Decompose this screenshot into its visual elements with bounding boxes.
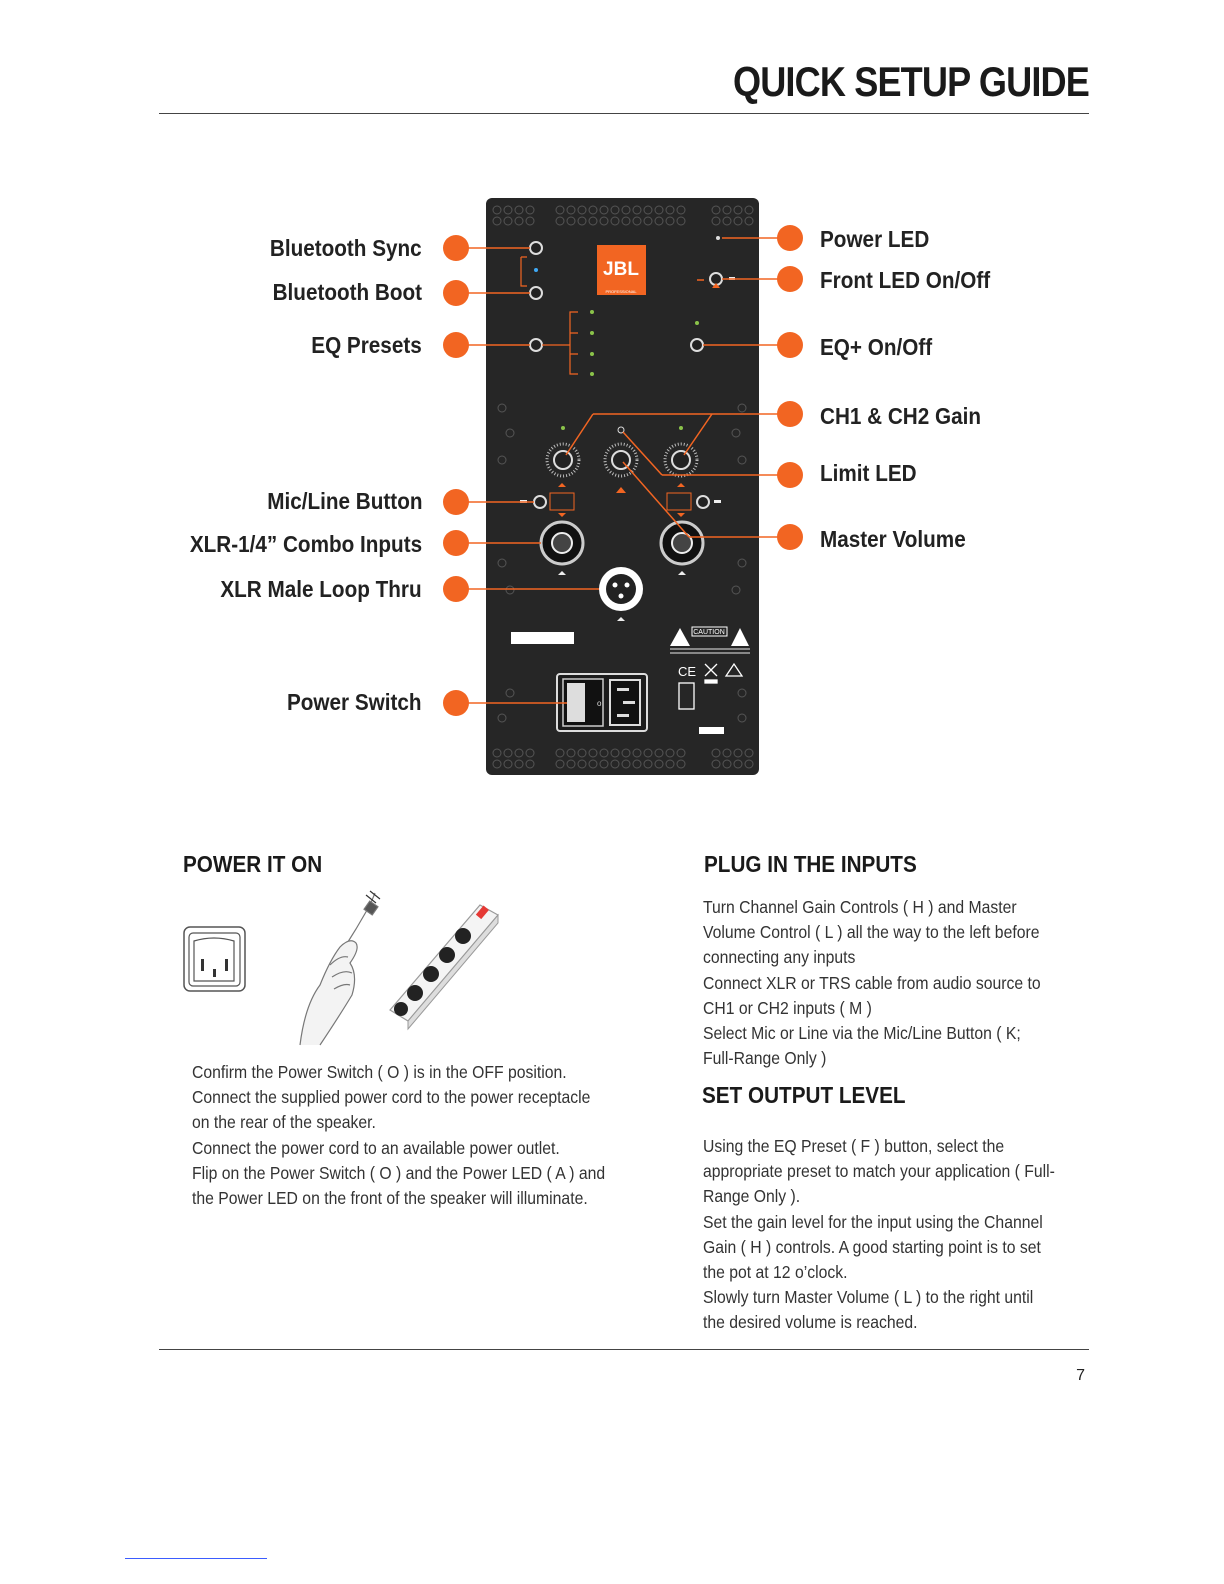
text-line: the pot at 12 o’clock. xyxy=(703,1262,848,1283)
label-limit-led: Limit LED xyxy=(820,460,917,486)
xlr-loop-thru xyxy=(599,567,643,621)
label-mic-line-button: Mic/Line Button xyxy=(266,488,422,514)
wall-outlet-icon xyxy=(183,926,246,992)
jbl-logo xyxy=(597,245,646,295)
text-line: Slowly turn Master Volume ( L ) to the r… xyxy=(703,1287,1034,1308)
text-line: the Power LED on the front of the speake… xyxy=(192,1188,588,1209)
footer-link-underline xyxy=(125,1558,267,1559)
callout-dot-mic-line xyxy=(443,489,469,515)
callout-dot-eq-plus xyxy=(777,332,803,358)
inputs-instructions: Turn Channel Gain Controls ( H ) and Mas… xyxy=(703,895,1041,1071)
power-strip-icon xyxy=(389,904,499,1031)
hand-with-plug-icon xyxy=(299,890,381,1046)
text-line: Turn Channel Gain Controls ( H ) and Mas… xyxy=(703,897,1017,917)
mic-line-button-ch2 xyxy=(666,483,721,517)
label-gain: CH1 & CH2 Gain xyxy=(820,403,982,429)
text-line: Set the gain level for the input using t… xyxy=(703,1211,1043,1232)
svg-text:JBL: JBL xyxy=(603,259,639,280)
label-power-switch: Power Switch xyxy=(287,689,422,715)
rear-panel-diagram: JBL PROFESSIONAL xyxy=(468,198,778,775)
label-front-led: Front LED On/Off xyxy=(820,267,991,293)
text-line: Select Mic or Line via the Mic/Line Butt… xyxy=(703,1023,1021,1044)
text-line: Gain ( H ) controls. A good starting poi… xyxy=(703,1236,1041,1257)
callout-leaders xyxy=(468,237,778,704)
text-line: the desired volume is reached. xyxy=(703,1312,918,1333)
callout-dot-bluetooth-sync xyxy=(443,235,469,261)
svg-text:o: o xyxy=(597,699,602,708)
text-line: Volume Control ( L ) all the way to the … xyxy=(703,922,1040,943)
page-title: QUICK SETUP GUIDE xyxy=(733,58,1090,105)
label-eq-plus: EQ+ On/Off xyxy=(820,334,933,360)
harman-label xyxy=(699,727,724,734)
label-bluetooth-boot: Bluetooth Boot xyxy=(272,279,422,305)
callout-dot-limit-led xyxy=(777,462,803,488)
label-master-volume: Master Volume xyxy=(820,526,966,552)
bluetooth-led xyxy=(534,268,538,272)
text-line: Using the EQ Preset ( F ) button, select… xyxy=(703,1136,1005,1156)
vent-holes-top xyxy=(492,205,754,226)
serial-label xyxy=(511,632,574,644)
footer-rule xyxy=(159,1349,1089,1350)
power-led xyxy=(716,236,720,240)
eq-preset-button xyxy=(529,338,543,352)
text-line: Connect the power cord to an available p… xyxy=(192,1137,560,1158)
text-line: on the rear of the speaker. xyxy=(192,1112,376,1133)
label-eq-presets: EQ Presets xyxy=(311,332,422,358)
heading-power-it-on: POWER IT ON xyxy=(183,851,323,877)
text-line: Range Only ). xyxy=(703,1186,801,1207)
text-line: connecting any inputs xyxy=(703,947,856,968)
eq-plus-button xyxy=(690,338,704,352)
heading-set-output-level: SET OUTPUT LEVEL xyxy=(702,1082,906,1108)
callout-dot-combo-inputs xyxy=(443,530,469,556)
heading-plug-in-inputs: PLUG IN THE INPUTS xyxy=(704,851,917,877)
callout-dot-front-led xyxy=(777,266,803,292)
text-line: appropriate preset to match your applica… xyxy=(703,1161,1055,1182)
power-switch xyxy=(567,683,585,722)
callout-dot-master-volume xyxy=(777,524,803,550)
combo-input-ch2 xyxy=(659,520,705,575)
label-combo-inputs: XLR-1/4” Combo Inputs xyxy=(189,531,422,557)
ch1-gain-knob xyxy=(545,426,581,478)
bluetooth-sync-button xyxy=(529,241,543,255)
svg-text:CE: CE xyxy=(678,664,696,679)
text-line: CH1 or CH2 inputs ( M ) xyxy=(703,997,872,1018)
panel-screw-holes xyxy=(497,403,747,723)
ch2-gain-knob xyxy=(663,426,699,478)
page-number: 7 xyxy=(1076,1367,1085,1384)
power-switch-assembly: o xyxy=(556,673,648,732)
output-instructions: Using the EQ Preset ( F ) button, select… xyxy=(703,1134,1055,1336)
svg-text:PROFESSIONAL: PROFESSIONAL xyxy=(605,289,637,294)
text-line: Connect XLR or TRS cable from audio sour… xyxy=(703,972,1041,993)
power-illustration xyxy=(183,890,499,1046)
text-line: Confirm the Power Switch ( O ) is in the… xyxy=(192,1062,567,1082)
bluetooth-boot-button xyxy=(529,286,543,300)
label-power-led: Power LED xyxy=(820,226,930,252)
label-loop-thru: XLR Male Loop Thru xyxy=(220,576,422,602)
text-line: Full-Range Only ) xyxy=(703,1048,827,1069)
certification-marks: CE xyxy=(678,662,744,710)
header-rule xyxy=(159,113,1089,114)
callout-dot-bluetooth-boot xyxy=(443,280,469,306)
label-bluetooth-sync: Bluetooth Sync xyxy=(270,235,422,261)
callout-dot-power-switch xyxy=(443,690,469,716)
callout-dot-gain xyxy=(777,401,803,427)
caution-label: CAUTION xyxy=(670,626,750,654)
callout-dot-eq-presets xyxy=(443,332,469,358)
vent-holes-bottom xyxy=(492,748,754,769)
callout-dot-power-led xyxy=(777,225,803,251)
limit-led xyxy=(617,426,625,434)
text-line: Flip on the Power Switch ( O ) and the P… xyxy=(192,1162,606,1183)
callout-dot-loop-thru xyxy=(443,576,469,602)
text-line: Connect the supplied power cord to the p… xyxy=(192,1087,591,1108)
svg-text:CAUTION: CAUTION xyxy=(693,629,725,636)
power-instructions: Confirm the Power Switch ( O ) is in the… xyxy=(192,1060,605,1211)
